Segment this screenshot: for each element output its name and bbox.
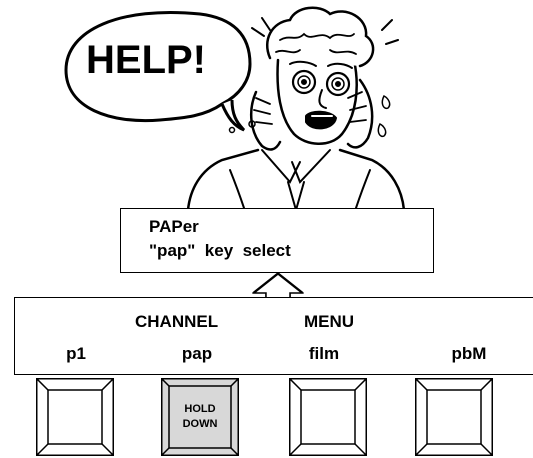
channel-menu-panel: CHANNEL MENU p1 pap film pbM (14, 297, 533, 375)
softkey-button-pap[interactable]: HOLD DOWN (161, 378, 239, 456)
softkey-button-film[interactable] (289, 378, 367, 456)
menu-title-menu: MENU (304, 312, 354, 332)
softkey-label-p1: p1 (31, 344, 121, 364)
menu-title-channel: CHANNEL (135, 312, 218, 332)
hold-down-label-line-2: DOWN (161, 418, 239, 431)
softkey-label-pbm: pbM (424, 344, 514, 364)
softkey-label-pap: pap (152, 344, 242, 364)
softkey-button-pbm[interactable] (415, 378, 493, 456)
hold-down-label-line-1: HOLD (161, 403, 239, 416)
softkey-label-film: film (279, 344, 369, 364)
softkey-button-p1[interactable] (36, 378, 114, 456)
